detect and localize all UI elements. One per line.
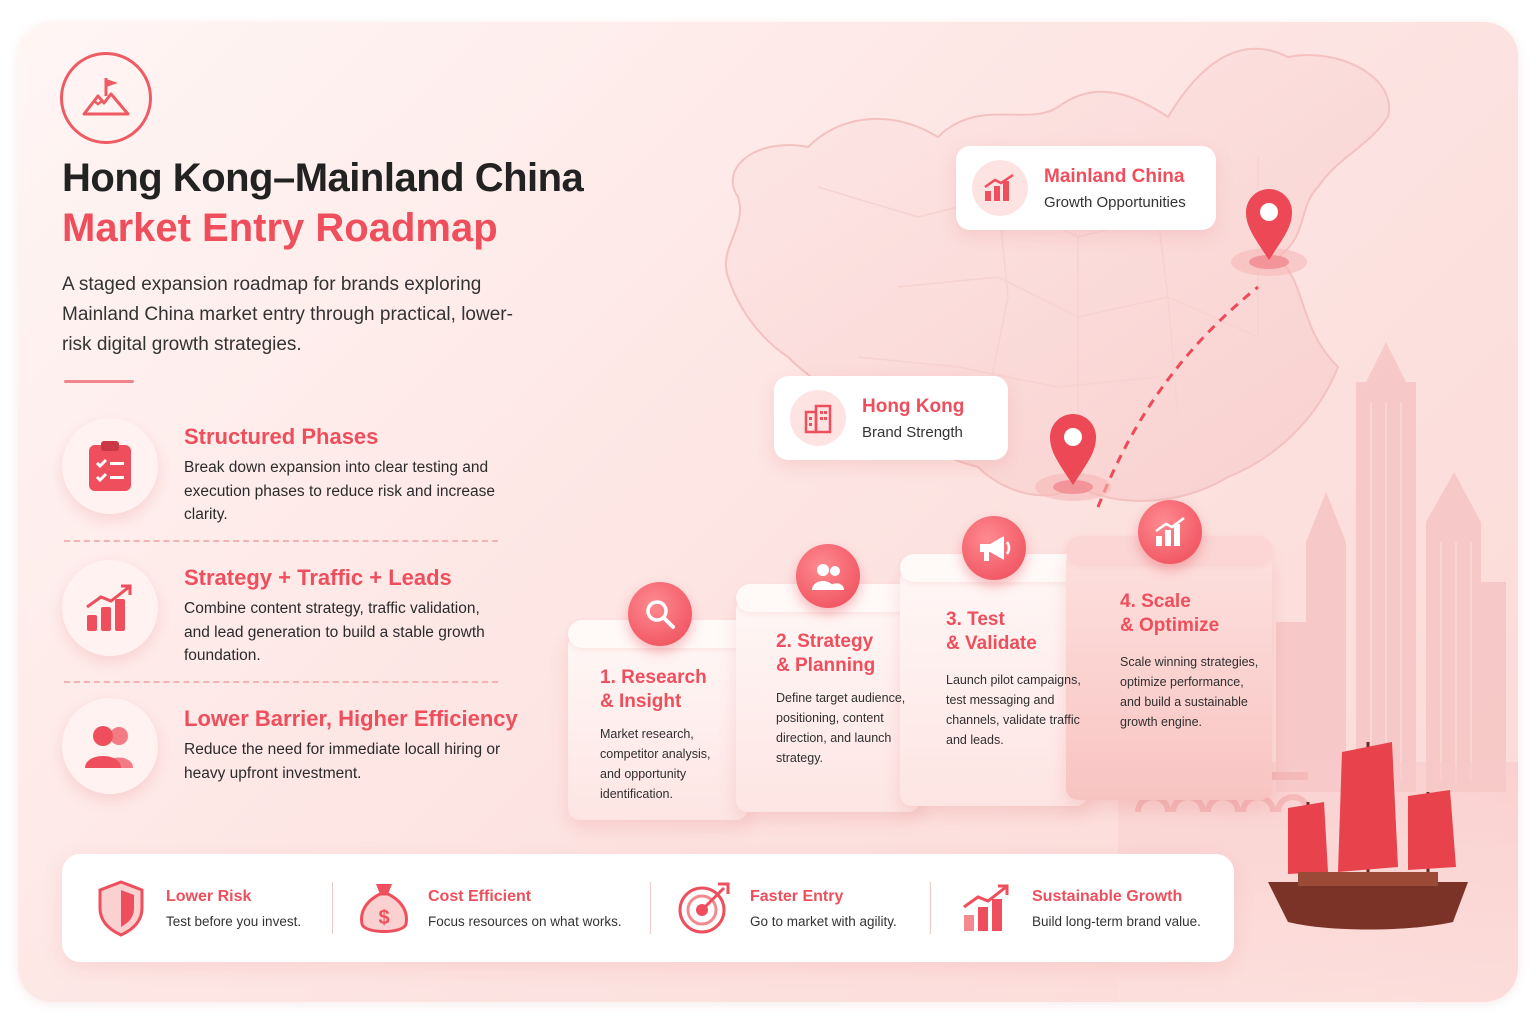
page-title: Hong Kong–Mainland China bbox=[62, 156, 584, 200]
people-icon bbox=[62, 698, 158, 794]
money-bag-icon: $ bbox=[360, 884, 408, 933]
step-1-title-line2: & Insight bbox=[600, 691, 682, 712]
benefit-lower-risk: Lower Risk Test before you invest. bbox=[94, 854, 301, 962]
step-3-title: 3. Test & Validate bbox=[946, 608, 1037, 656]
feature-title-strategy-traffic-leads: Strategy + Traffic + Leads bbox=[184, 565, 452, 590]
mainland-china-card: Mainland China Growth Opportunities bbox=[956, 146, 1216, 230]
target-icon bbox=[678, 882, 730, 934]
benefit-title: Faster Entry bbox=[750, 887, 844, 905]
mainland-map-pin-icon bbox=[1231, 189, 1307, 276]
svg-text:$: $ bbox=[378, 907, 389, 929]
feature-desc-structured-phases: Break down expansion into clear testing … bbox=[184, 459, 496, 523]
growth-chart-icon bbox=[972, 160, 1028, 216]
mainland-subtitle: Growth Opportunities bbox=[1044, 193, 1186, 211]
feature-title-lower-barrier: Lower Barrier, Higher Efficiency bbox=[184, 706, 518, 731]
buildings-icon bbox=[790, 390, 846, 446]
step-3-title-line1: 3. Test bbox=[946, 609, 1005, 630]
step-4-title: 4. Scale & Optimize bbox=[1120, 590, 1219, 638]
shield-icon bbox=[98, 880, 144, 937]
bar-chart-growth-icon bbox=[1138, 500, 1202, 564]
step-3-title-line2: & Validate bbox=[946, 633, 1037, 654]
benefit-separator bbox=[930, 882, 931, 934]
benefit-separator bbox=[332, 882, 333, 934]
benefit-title: Sustainable Growth bbox=[1032, 887, 1183, 905]
step-4-desc: Scale winning strategies, optimize perfo… bbox=[1120, 655, 1259, 729]
junk-boat-illustration bbox=[1268, 742, 1468, 930]
benefit-desc: Test before you invest. bbox=[166, 913, 302, 929]
skyline-illustration bbox=[1276, 342, 1506, 792]
benefit-title: Lower Risk bbox=[166, 887, 252, 905]
benefits-bar: Lower Risk Test before you invest. $ Cos… bbox=[62, 854, 1234, 962]
mainland-title: Mainland China bbox=[1044, 165, 1185, 187]
step-2-title-line2: & Planning bbox=[776, 655, 876, 676]
benefit-desc: Go to market with agility. bbox=[750, 913, 897, 929]
benefit-desc: Focus resources on what works. bbox=[428, 913, 622, 929]
step-4-title-line1: 4. Scale bbox=[1120, 591, 1191, 612]
feature-divider bbox=[64, 540, 498, 542]
benefit-separator bbox=[650, 882, 651, 934]
step-2-block bbox=[736, 584, 920, 812]
bar-chart-growth-icon bbox=[62, 560, 158, 656]
hong-kong-card: Hong Kong Brand Strength bbox=[774, 376, 1008, 460]
infographic-card: Hong Kong–Mainland China Market Entry Ro… bbox=[18, 22, 1518, 1002]
step-1-title-line1: 1. Research bbox=[600, 667, 707, 688]
magnifier-icon bbox=[628, 582, 692, 646]
people-icon bbox=[796, 544, 860, 608]
hongkong-map-pin-icon bbox=[1035, 414, 1111, 501]
hongkong-subtitle: Brand Strength bbox=[862, 423, 963, 441]
megaphone-icon bbox=[962, 516, 1026, 580]
step-4-title-line2: & Optimize bbox=[1120, 615, 1220, 636]
step-1-desc: Market research, competitor analysis, an… bbox=[600, 727, 711, 801]
step-2-title: 2. Strategy & Planning bbox=[776, 630, 875, 678]
benefit-title: Cost Efficient bbox=[428, 887, 532, 905]
benefit-sustainable-growth: Sustainable Growth Build long-term brand… bbox=[960, 854, 1201, 962]
feature-desc-strategy-traffic-leads: Combine content strategy, traffic valida… bbox=[184, 600, 485, 664]
benefit-cost-efficient: $ Cost Efficient Focus resources on what… bbox=[358, 854, 622, 962]
page-subtitle: Market Entry Roadmap bbox=[62, 206, 498, 250]
step-3-desc: Launch pilot campaigns, test messaging a… bbox=[946, 673, 1081, 747]
step-1-title: 1. Research & Insight bbox=[600, 666, 707, 714]
step-3-block bbox=[900, 554, 1088, 806]
accent-rule bbox=[64, 380, 134, 383]
feature-title-structured-phases: Structured Phases bbox=[184, 424, 379, 449]
feature-divider bbox=[64, 681, 498, 683]
clipboard-checklist-icon bbox=[62, 418, 158, 514]
mountain-flag-logo-icon bbox=[60, 52, 152, 144]
step-2-title-line1: 2. Strategy bbox=[776, 631, 874, 652]
feature-desc-lower-barrier: Reduce the need for immediate locall hir… bbox=[184, 741, 501, 782]
hongkong-title: Hong Kong bbox=[862, 395, 965, 417]
step-1-block bbox=[568, 620, 748, 820]
benefit-faster-entry: Faster Entry Go to market with agility. bbox=[676, 854, 897, 962]
intro-text: A staged expansion roadmap for brands ex… bbox=[62, 274, 513, 355]
growth-chart-icon bbox=[963, 884, 1009, 931]
step-2-desc: Define target audience, positioning, con… bbox=[776, 691, 906, 765]
benefit-desc: Build long-term brand value. bbox=[1032, 913, 1201, 929]
